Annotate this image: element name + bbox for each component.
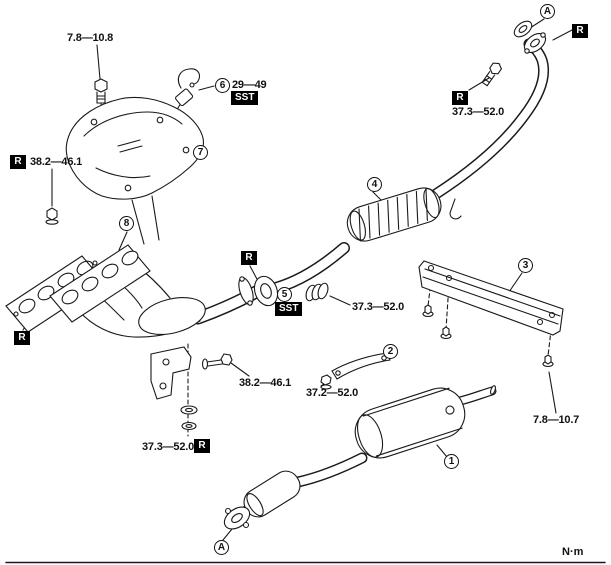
main-silencer: [354, 387, 466, 459]
r-marker-gasket: R: [14, 331, 30, 345]
callout-6: 6: [215, 78, 230, 93]
callout-5: 5: [277, 287, 292, 302]
hanger-bracket: [331, 352, 391, 380]
torque-label-heat-shield-upper: 7.8—10.8: [67, 32, 114, 44]
pipe-bracket-tab: [449, 198, 462, 220]
panel-bolt-1: [422, 304, 434, 318]
sst-marker-sensor: SST: [231, 91, 259, 105]
heat-shield-panel: [418, 260, 564, 336]
manifold-heat-shield: [65, 96, 204, 200]
upper-flange-bolt: [481, 62, 503, 87]
torque-label-lower-flange: 37.3—52.0: [142, 441, 195, 453]
upper-flange-joint: [513, 20, 547, 54]
torque-label-upper-flange: 37.3—52.0: [452, 106, 505, 118]
torque-label-oxygen-sensor: 29—49: [232, 79, 267, 91]
callout-8: 8: [119, 216, 134, 231]
shield-upper-bolt: [94, 78, 108, 104]
hanger-bolt: [320, 374, 332, 390]
catalytic-converter: [346, 187, 442, 242]
torque-label-bracket-bolt: 38.2—46.1: [239, 377, 292, 389]
front-pipe-flange: [238, 276, 254, 306]
r-marker-top-flange: R: [572, 24, 588, 38]
panel-bolt-2: [440, 326, 452, 340]
r-marker-top-bolt: R: [452, 91, 468, 105]
callout-a-top: A: [540, 4, 555, 19]
callout-1: 1: [444, 454, 459, 469]
oxygen-sensor: [175, 68, 201, 107]
lower-front-flange: [223, 506, 251, 530]
washer-upper: [180, 405, 198, 415]
manifold-nut: [45, 207, 59, 225]
flange-gasket-top: [513, 20, 533, 38]
callout-2: 2: [383, 344, 398, 359]
callout-a-bottom: A: [214, 540, 229, 555]
torque-label-hanger-bolt: 37.2—52.0: [306, 387, 359, 399]
washer-lower: [181, 421, 197, 431]
callout-4: 4: [367, 177, 382, 192]
exhaust-manifold: [49, 244, 206, 338]
panel-bolt-3: [542, 354, 554, 368]
inlet-pipe-section: [243, 470, 301, 518]
flange-gasket-ring: [253, 275, 279, 307]
torque-unit-label: N·m: [562, 546, 584, 558]
torque-label-flange-spring: 37.3—52.0: [352, 301, 405, 313]
r-marker-lower-flange: R: [194, 439, 210, 453]
tailpipe: [455, 385, 497, 406]
mounting-bracket: [150, 346, 192, 400]
torque-label-panel-bolts: 7.8—10.7: [533, 414, 580, 426]
coil-spring: [305, 282, 329, 302]
outlet-pipe: [430, 38, 550, 220]
bracket-bolt: [201, 353, 233, 370]
torque-label-manifold-nuts: 38.2—46.1: [30, 156, 83, 168]
r-marker-flange: R: [241, 251, 257, 265]
callout-7: 7: [193, 145, 208, 160]
r-marker-manifold-nuts: R: [10, 155, 26, 169]
sst-marker-flange: SST: [275, 302, 303, 316]
callout-3: 3: [518, 258, 533, 273]
